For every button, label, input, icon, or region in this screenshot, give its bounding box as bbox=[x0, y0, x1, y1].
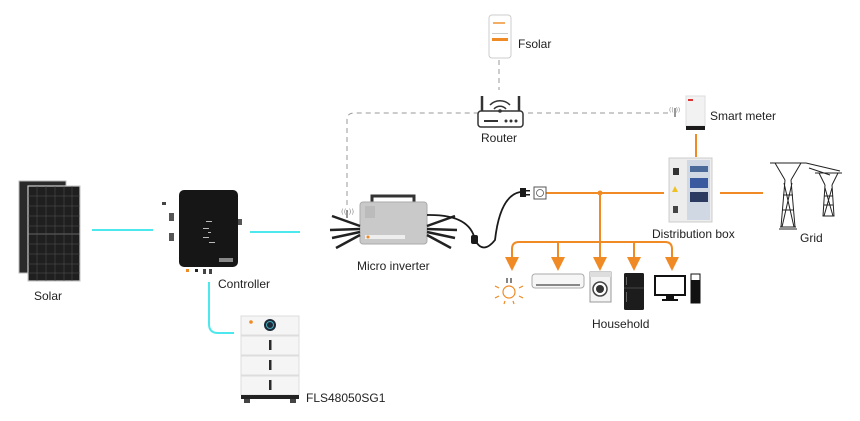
wireless-link-inverter-router bbox=[346, 112, 478, 205]
svg-text:((·)): ((·)) bbox=[341, 208, 354, 216]
grid-label: Grid bbox=[800, 231, 823, 245]
controller-icon[interactable] bbox=[162, 190, 242, 274]
dc-links bbox=[92, 229, 300, 334]
grid-pylon-icon[interactable] bbox=[770, 162, 842, 230]
solar-label: Solar bbox=[34, 289, 62, 303]
distribution-box-label: Distribution box bbox=[652, 227, 735, 241]
washing-machine-icon bbox=[589, 271, 612, 303]
micro-inverter-label: Micro inverter bbox=[357, 259, 430, 273]
ac-links bbox=[505, 134, 763, 271]
light-bulb-icon bbox=[494, 278, 524, 305]
controller-label: Controller bbox=[218, 277, 270, 291]
distribution-box-icon[interactable] bbox=[668, 157, 713, 223]
household-label: Household bbox=[592, 317, 649, 331]
router-icon[interactable] bbox=[477, 96, 524, 128]
battery-icon[interactable] bbox=[240, 315, 300, 403]
dc-link-controller-battery bbox=[208, 282, 234, 334]
svg-text:((·)): ((·)) bbox=[669, 107, 680, 114]
socket-icon[interactable] bbox=[520, 186, 547, 200]
router-label: Router bbox=[481, 131, 517, 145]
fsolar-label: Fsolar bbox=[518, 37, 551, 51]
computer-icon bbox=[654, 273, 701, 304]
smart-meter-label: Smart meter bbox=[710, 109, 776, 123]
air-conditioner-icon bbox=[531, 273, 585, 289]
refrigerator-icon bbox=[624, 273, 644, 310]
smart-meter-icon[interactable]: ((·)) bbox=[669, 95, 706, 130]
junction-dot bbox=[597, 190, 603, 196]
micro-inverter-icon[interactable]: ((·)) bbox=[329, 191, 521, 250]
solar-panel-icon[interactable] bbox=[18, 180, 81, 282]
battery-label: FLS48050SG1 bbox=[306, 391, 386, 405]
wireless-links bbox=[346, 60, 670, 205]
ac-link-household-bus bbox=[511, 241, 679, 271]
fsolar-app-icon[interactable] bbox=[488, 14, 512, 59]
